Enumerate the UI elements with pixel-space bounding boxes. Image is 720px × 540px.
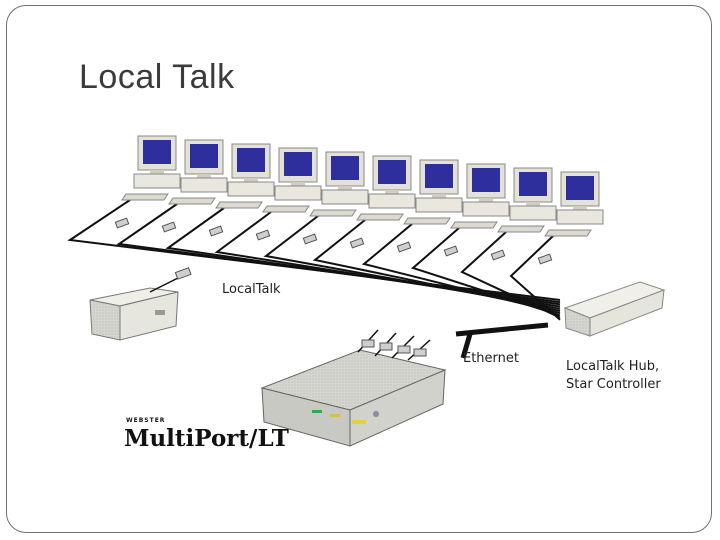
- computer: [114, 135, 181, 229]
- monitor-screen: [190, 144, 218, 168]
- monitor-screen: [143, 140, 171, 164]
- brand-name-label: MultiPort/LT: [124, 425, 289, 452]
- ethernet-label: Ethernet: [463, 351, 519, 366]
- keyboard: [356, 213, 404, 221]
- monitor-stand: [244, 178, 258, 182]
- computer-base: [321, 189, 369, 205]
- monitor-screen: [566, 176, 594, 200]
- localtalk-cable: [460, 231, 561, 319]
- localtalk-cable: [312, 219, 561, 312]
- localtalk-connector: [302, 233, 318, 245]
- monitor-stand: [291, 182, 305, 186]
- keyboard: [215, 201, 263, 209]
- monitor-screen: [378, 160, 406, 184]
- computer-base: [180, 177, 228, 193]
- localtalk-hub: [563, 281, 666, 337]
- monitor-stand: [479, 198, 493, 202]
- computers-group: [114, 135, 604, 265]
- localtalk-connector: [349, 237, 365, 249]
- localtalk-cable: [411, 227, 561, 317]
- monitor-screen: [519, 172, 547, 196]
- computer-base: [368, 193, 416, 209]
- localtalk-connector: [114, 217, 130, 229]
- computer-base: [133, 173, 181, 189]
- computer: [490, 167, 557, 261]
- keyboard: [497, 225, 545, 233]
- keyboard: [309, 209, 357, 217]
- localtalk-cable-bundle: [67, 199, 561, 321]
- keyboard: [544, 229, 592, 237]
- computer: [161, 139, 228, 233]
- computer-base: [462, 201, 510, 217]
- hub-label-line1: LocalTalk Hub,: [566, 359, 659, 374]
- localtalk-connector: [396, 241, 412, 253]
- keyboard: [450, 221, 498, 229]
- keyboard: [262, 205, 310, 213]
- monitor-stand: [573, 206, 587, 210]
- multiport-device: [260, 349, 447, 447]
- monitor-screen: [425, 164, 453, 188]
- monitor-stand: [197, 174, 211, 178]
- monitor-stand: [526, 202, 540, 206]
- computer: [302, 151, 369, 245]
- monitor-stand: [338, 186, 352, 190]
- computer: [537, 171, 604, 265]
- localtalk-connector: [208, 225, 224, 237]
- computer: [349, 155, 416, 249]
- brand-small-label: WEBSTER: [126, 417, 165, 424]
- ethernet-cable: [455, 322, 549, 359]
- computer: [443, 163, 510, 257]
- monitor-screen: [331, 156, 359, 180]
- device-connectors: [357, 329, 431, 361]
- localtalk-label: LocalTalk: [222, 282, 281, 297]
- computer-base: [556, 209, 604, 225]
- printer: [89, 287, 179, 341]
- localtalk-connector: [161, 221, 177, 233]
- monitor-stand: [150, 170, 164, 174]
- keyboard: [168, 197, 216, 205]
- keyboard: [121, 193, 169, 201]
- hub-label-line2: Star Controller: [566, 377, 661, 392]
- localtalk-connector: [255, 229, 271, 241]
- computer-base: [415, 197, 463, 213]
- localtalk-connector: [443, 245, 459, 257]
- monitor-stand: [432, 194, 446, 198]
- localtalk-cable: [509, 235, 561, 321]
- computer-base: [509, 205, 557, 221]
- printer-connector: [149, 267, 192, 293]
- computer: [396, 159, 463, 253]
- computer-base: [274, 185, 322, 201]
- monitor-stand: [385, 190, 399, 194]
- localtalk-connector: [490, 249, 506, 261]
- keyboard: [403, 217, 451, 225]
- monitor-screen: [472, 168, 500, 192]
- monitor-screen: [237, 148, 265, 172]
- localtalk-connector: [537, 253, 553, 265]
- localtalk-cable: [361, 223, 561, 315]
- computer: [255, 147, 322, 241]
- computer-base: [227, 181, 275, 197]
- slide-title: Local Talk: [79, 58, 235, 96]
- monitor-screen: [284, 152, 312, 176]
- computer: [208, 143, 275, 237]
